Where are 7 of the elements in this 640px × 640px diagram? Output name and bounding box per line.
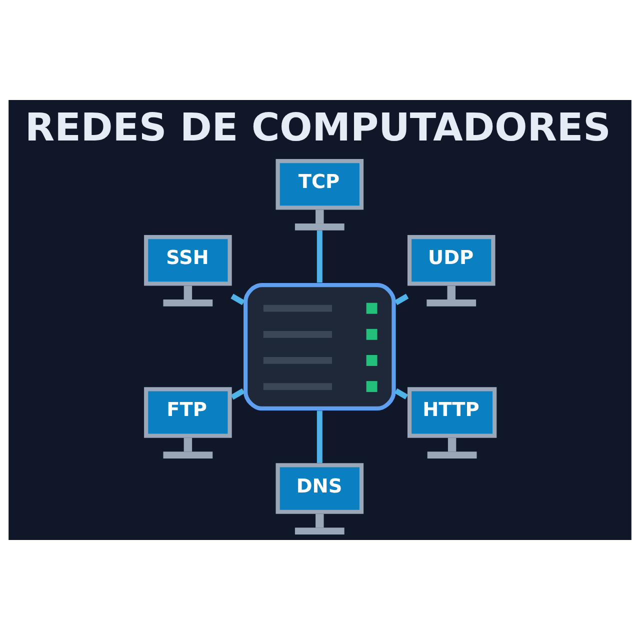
connector xyxy=(230,388,245,400)
connector xyxy=(316,230,322,283)
connector xyxy=(394,294,409,306)
connector xyxy=(316,410,322,464)
connector xyxy=(230,294,245,306)
connector xyxy=(394,388,408,400)
diagram-title: REDES DE COMPUTADORES xyxy=(25,105,611,150)
